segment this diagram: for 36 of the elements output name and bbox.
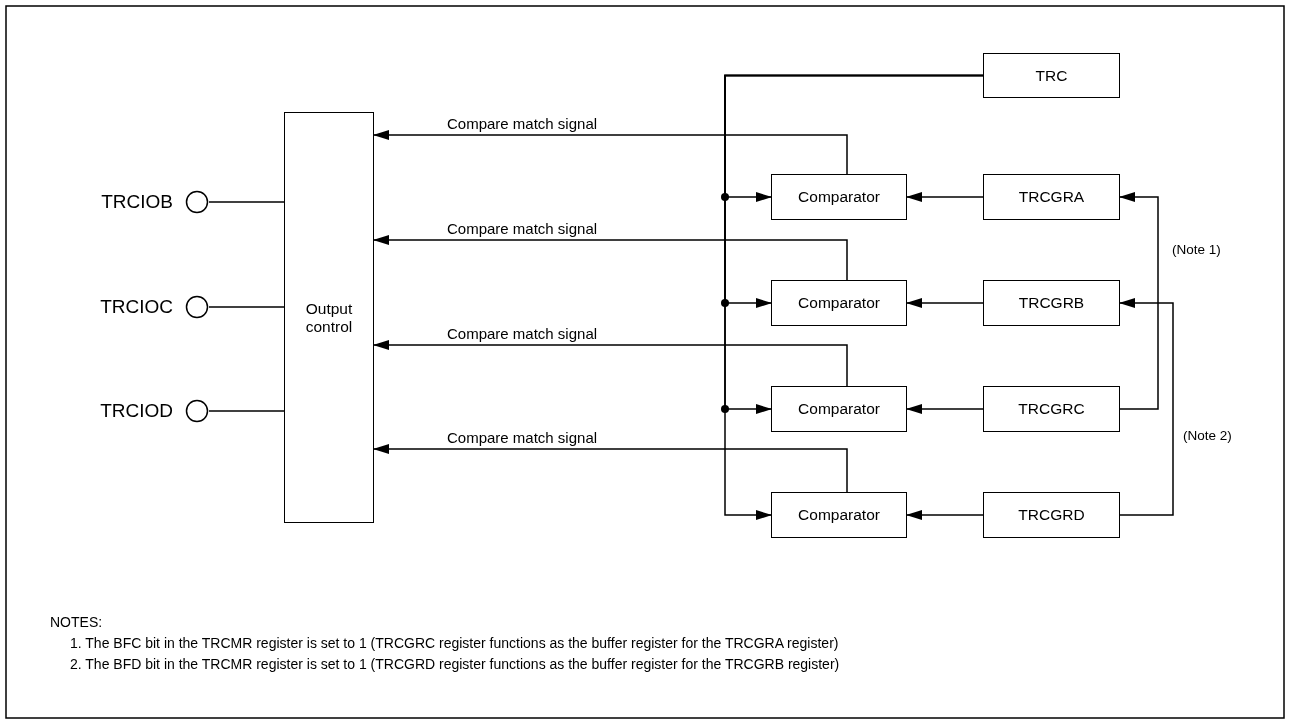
note-text: 1. The BFC bit in the TRCMR register is set to 1 (TRCGRC register functions as the buffer register for the TRCGRA register) xyxy=(70,635,839,651)
connector-arrow xyxy=(906,192,984,202)
block-box: TRCGRC xyxy=(983,386,1120,432)
block-box: Output control xyxy=(284,112,374,523)
connector-arrow xyxy=(724,74,984,520)
connector-arrow xyxy=(906,510,984,520)
edge-label: Compare match signal xyxy=(445,429,600,447)
connector-arrow xyxy=(1119,192,1159,410)
note-text: 2. The BFD bit in the TRCMR register is set to 1 (TRCGRD register functions as the buffer register for the TRCGRB register) xyxy=(70,656,840,672)
edge-label: Compare match signal xyxy=(445,220,600,238)
block-box: Comparator xyxy=(771,386,907,432)
block-box: Comparator xyxy=(771,492,907,538)
notes-heading: NOTES: xyxy=(50,614,103,630)
connector-arrow xyxy=(906,298,984,308)
connector-arrow xyxy=(906,404,984,414)
note-label: (Note 1) xyxy=(1172,242,1221,257)
connector-line xyxy=(208,201,285,203)
pin-label: TRCIOD xyxy=(100,400,173,422)
note-label: (Note 2) xyxy=(1183,428,1232,443)
connector-arrow xyxy=(373,130,848,175)
block-box: Comparator xyxy=(771,280,907,326)
connector-arrow xyxy=(373,444,848,493)
connector-arrow xyxy=(1119,298,1174,516)
connector-arrow xyxy=(373,235,848,281)
connector-arrow xyxy=(373,340,848,387)
edge-label: Compare match signal xyxy=(445,325,600,343)
pin-label: TRCIOC xyxy=(100,296,173,318)
block-box: TRC xyxy=(983,53,1120,98)
block-box: TRCGRB xyxy=(983,280,1120,326)
block-box: Comparator xyxy=(771,174,907,220)
block-box: TRCGRD xyxy=(983,492,1120,538)
connector-line xyxy=(208,410,285,412)
edge-label: Compare match signal xyxy=(445,115,600,133)
pin-label: TRCIOB xyxy=(101,191,173,213)
block-box: TRCGRA xyxy=(983,174,1120,220)
connector-line xyxy=(208,306,285,308)
